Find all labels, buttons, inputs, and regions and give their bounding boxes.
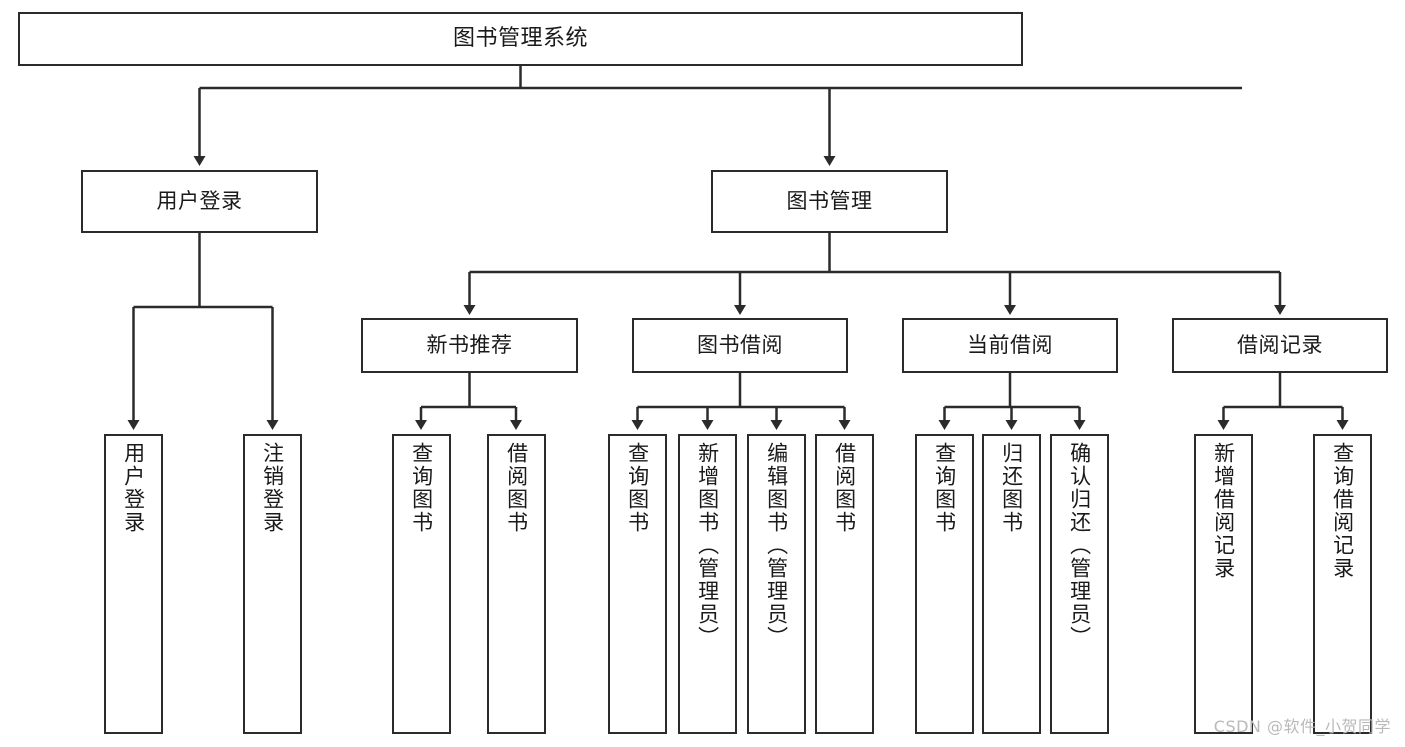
leaf-borrow-borrow-book[interactable]: 借阅图书 — [815, 434, 874, 734]
node-label: 编辑图书（管理员） — [764, 442, 789, 649]
leaf-newbook-borrow-book[interactable]: 借阅图书 — [487, 434, 546, 734]
leaf-newbook-query-book[interactable]: 查询图书 — [392, 434, 451, 734]
leaf-current-confirm-return[interactable]: 确认归还（管理员） — [1050, 434, 1109, 734]
leaf-user-logout[interactable]: 注销登录 — [243, 434, 302, 734]
node-label: 借阅图书 — [832, 442, 857, 534]
node-borrow-record[interactable]: 借阅记录 — [1172, 318, 1388, 373]
node-label: 用户登录 — [121, 442, 146, 534]
node-label: 当前借阅 — [967, 332, 1053, 357]
leaf-record-query-record[interactable]: 查询借阅记录 — [1313, 434, 1372, 734]
node-label: 新增借阅记录 — [1211, 442, 1236, 580]
leaf-borrow-add-book[interactable]: 新增图书（管理员） — [678, 434, 737, 734]
node-label: 查询图书 — [932, 442, 957, 534]
node-label: 查询借阅记录 — [1330, 442, 1355, 580]
leaf-record-add-record[interactable]: 新增借阅记录 — [1194, 434, 1253, 734]
node-label: 查询图书 — [625, 442, 650, 534]
csdn-watermark: CSDN @软件_小贺同学 — [1213, 717, 1391, 736]
leaf-borrow-query-book[interactable]: 查询图书 — [608, 434, 667, 734]
node-label: 图书管理 — [786, 188, 873, 213]
node-label: 图书借阅 — [697, 332, 783, 357]
leaf-borrow-edit-book[interactable]: 编辑图书（管理员） — [747, 434, 806, 734]
node-book-borrow[interactable]: 图书借阅 — [632, 318, 848, 373]
leaf-user-login[interactable]: 用户登录 — [104, 434, 163, 734]
node-label: 归还图书 — [999, 442, 1024, 534]
node-label: 图书管理系统 — [452, 25, 588, 51]
node-label: 用户登录 — [156, 188, 243, 213]
node-label: 借阅图书 — [504, 442, 529, 534]
node-book-management[interactable]: 图书管理 — [711, 170, 948, 233]
node-label: 借阅记录 — [1237, 332, 1323, 357]
node-label: 注销登录 — [260, 442, 285, 534]
node-new-book-recommend[interactable]: 新书推荐 — [361, 318, 578, 373]
node-label: 确认归还（管理员） — [1067, 442, 1092, 649]
node-label: 查询图书 — [409, 442, 434, 534]
node-user-login[interactable]: 用户登录 — [81, 170, 318, 233]
leaf-current-query-book[interactable]: 查询图书 — [915, 434, 974, 734]
node-current-borrow[interactable]: 当前借阅 — [902, 318, 1118, 373]
node-label: 新书推荐 — [426, 332, 513, 357]
leaf-current-return-book[interactable]: 归还图书 — [982, 434, 1041, 734]
node-root-system[interactable]: 图书管理系统 — [18, 12, 1023, 66]
node-label: 新增图书（管理员） — [695, 442, 720, 649]
